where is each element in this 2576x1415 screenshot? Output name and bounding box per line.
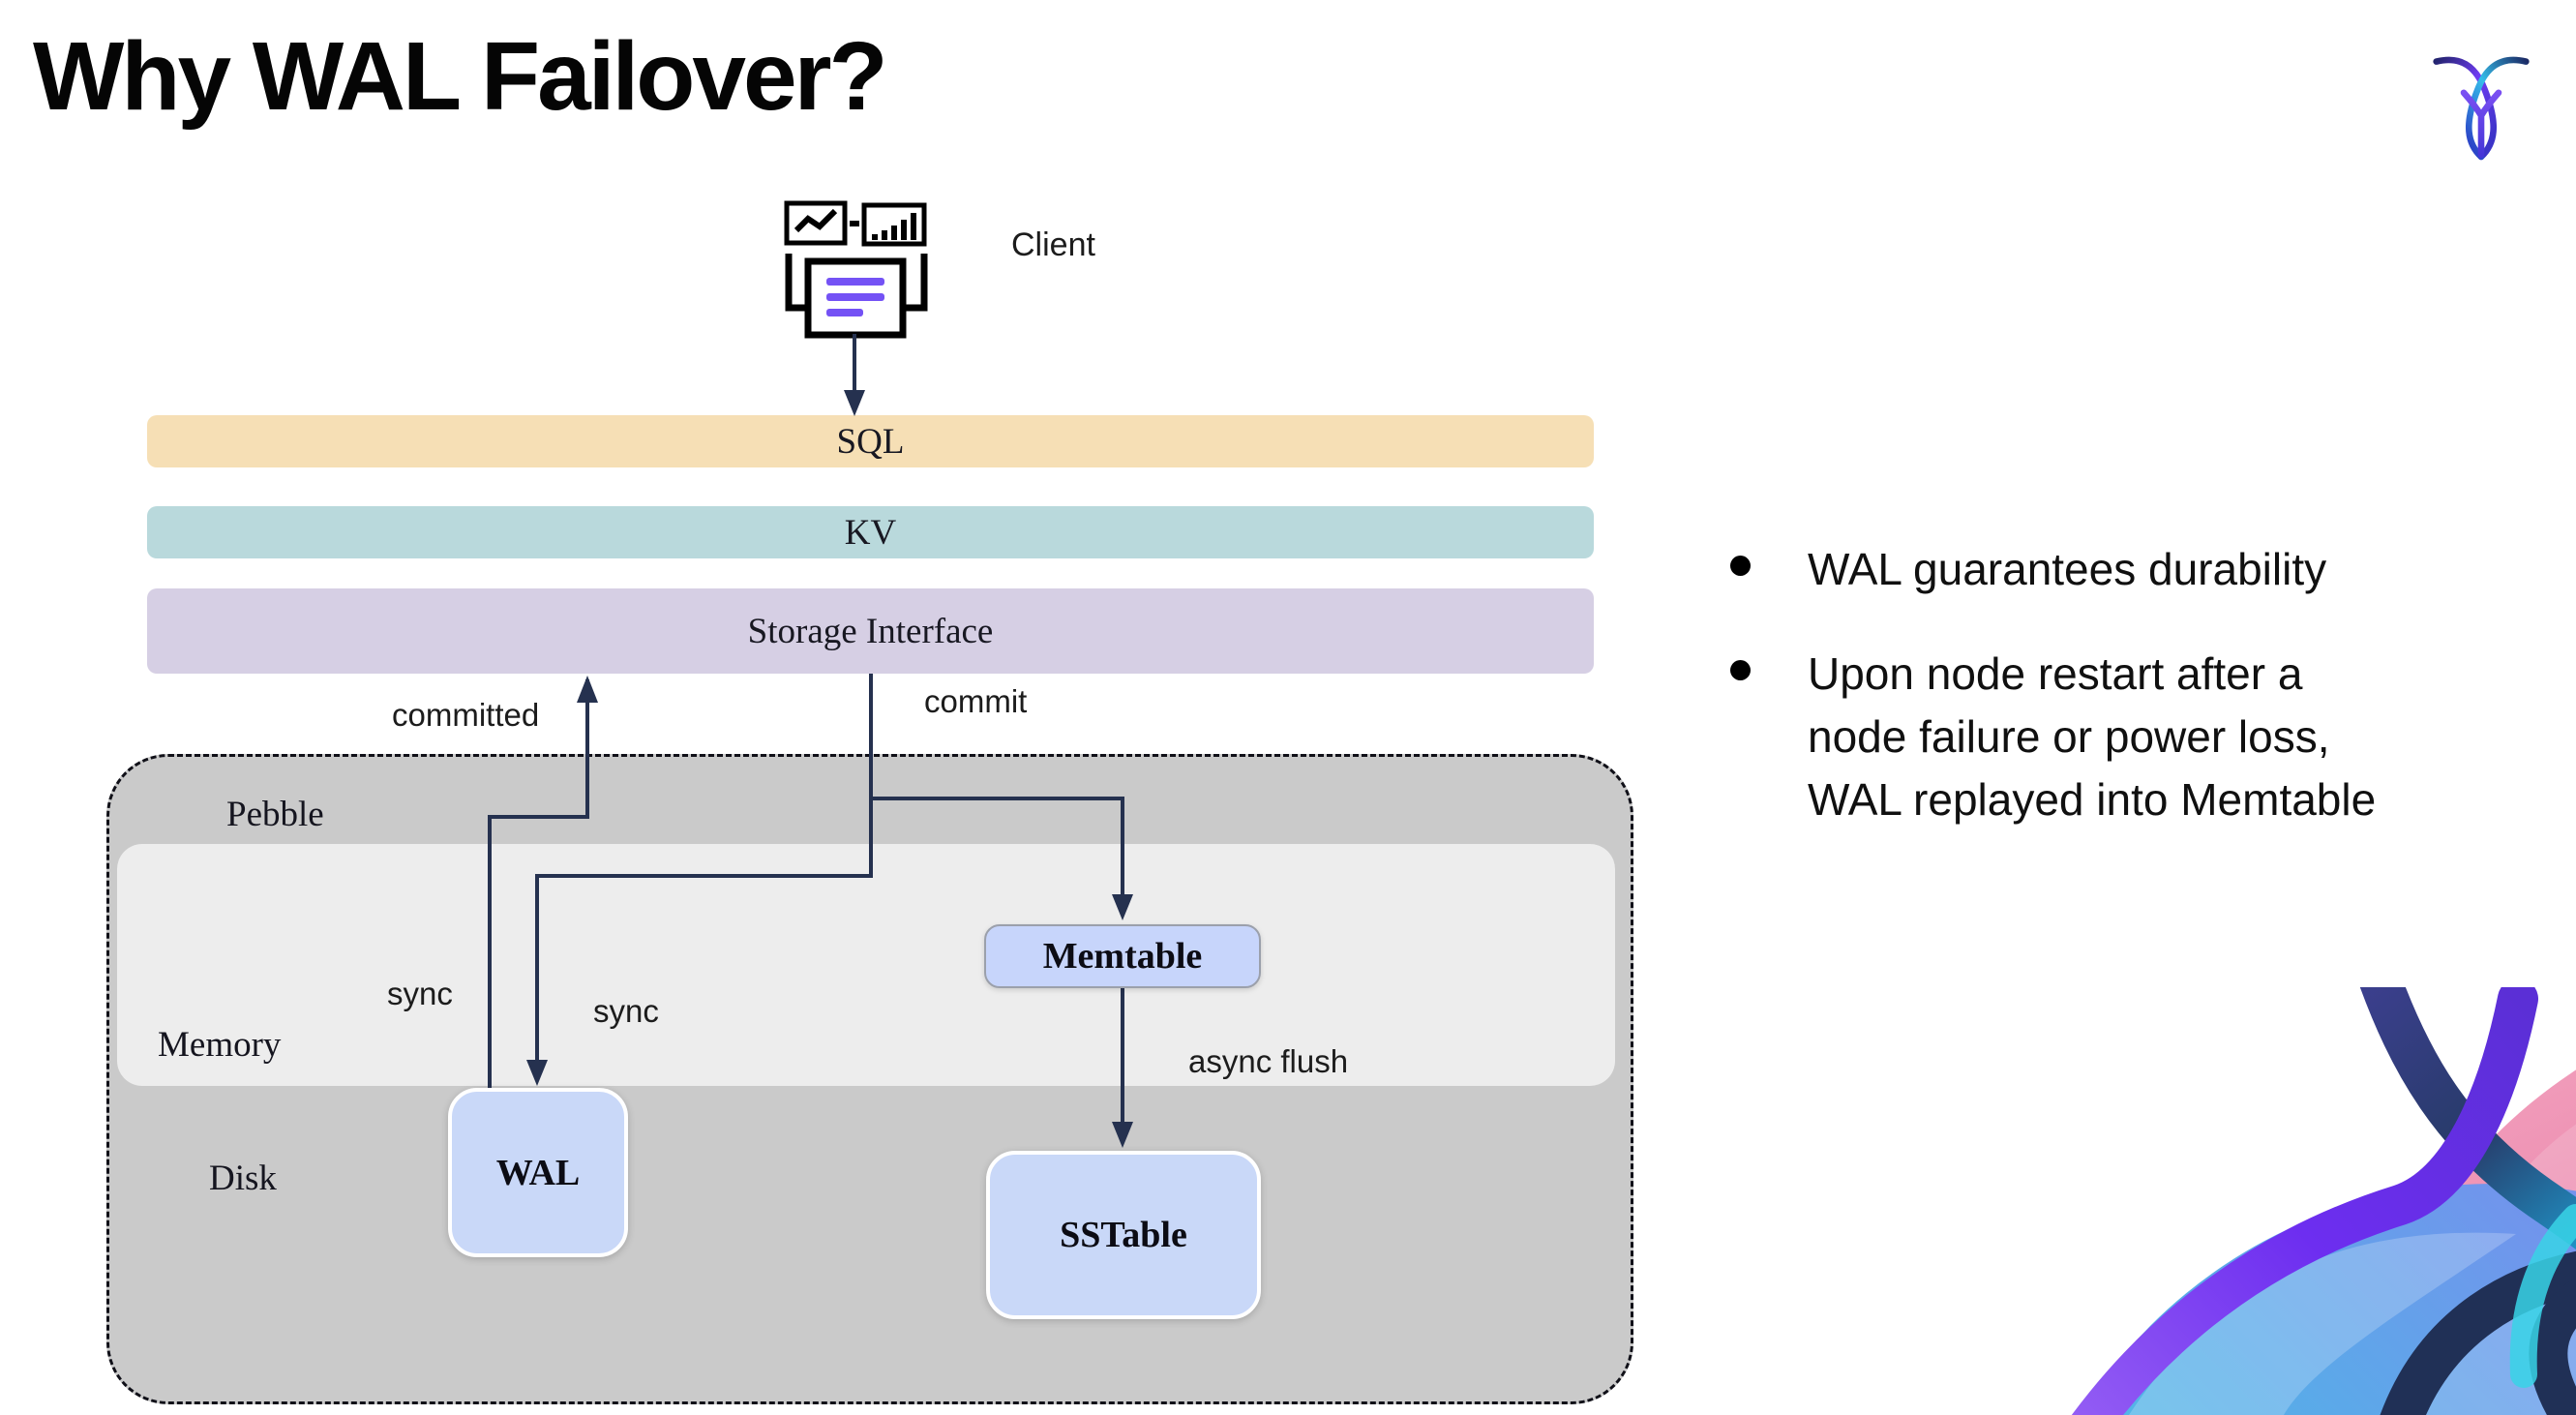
bullet-item: Upon node restart after a node failure o… (1730, 643, 2533, 831)
arrowhead-into-wal (526, 1060, 548, 1086)
client-label: Client (1011, 226, 1095, 263)
dark-curve-1 (2380, 1250, 2576, 1415)
purple-band (2071, 987, 2538, 1415)
edge-commit-to-memtable (871, 797, 1124, 896)
arrowhead-into-memtable (1112, 894, 1133, 920)
navy-band (2359, 987, 2576, 1250)
arrowhead-into-sstable (1112, 1122, 1133, 1148)
pebble-label: Pebble (226, 795, 324, 834)
edge-committed (488, 679, 589, 1088)
page-title: Why WAL Failover? (33, 22, 888, 131)
cockroachdb-logo-icon (2433, 56, 2530, 161)
bullet-text: Upon node restart after a node failure o… (1808, 648, 2377, 825)
client-icon (784, 200, 928, 339)
layer-sql-label: SQL (836, 421, 905, 462)
sstable-label: SSTable (1060, 1215, 1187, 1255)
memory-band (117, 844, 1615, 1086)
dash-connector (850, 221, 859, 226)
disk-label: Disk (209, 1159, 277, 1198)
sstable-node: SSTable (986, 1151, 1261, 1319)
edge-commit-sync-left (535, 674, 873, 1062)
memtable-label: Memtable (1042, 936, 1203, 977)
dark-curve-2 (2529, 1277, 2576, 1415)
bullet-icon (1730, 556, 1751, 576)
teal-rim (2509, 1204, 2576, 1388)
layer-storage-interface-label: Storage Interface (747, 611, 994, 651)
commit-label: commit (924, 683, 1028, 719)
wal-node: WAL (448, 1088, 628, 1257)
corner-brand-artwork (2071, 987, 2576, 1415)
wal-label: WAL (495, 1152, 581, 1193)
bullet-item: WAL guarantees durability (1730, 538, 2533, 601)
layer-storage-interface: Storage Interface (147, 588, 1594, 674)
bullet-text: WAL guarantees durability (1808, 544, 2327, 594)
arrowhead-into-sql (844, 390, 865, 416)
arrowhead-into-storage (577, 676, 598, 703)
sync-left-label: sync (387, 976, 453, 1011)
layer-kv-label: KV (844, 512, 897, 553)
memtable-node: Memtable (984, 924, 1261, 988)
committed-label: committed (392, 697, 540, 733)
bullet-icon (1730, 660, 1751, 680)
sync-right-label: sync (593, 993, 659, 1029)
async-flush-label: async flush (1188, 1043, 1349, 1079)
memory-label: Memory (158, 1025, 282, 1065)
layer-kv: KV (147, 506, 1594, 558)
layer-sql: SQL (147, 415, 1594, 467)
document-lines (826, 278, 884, 316)
